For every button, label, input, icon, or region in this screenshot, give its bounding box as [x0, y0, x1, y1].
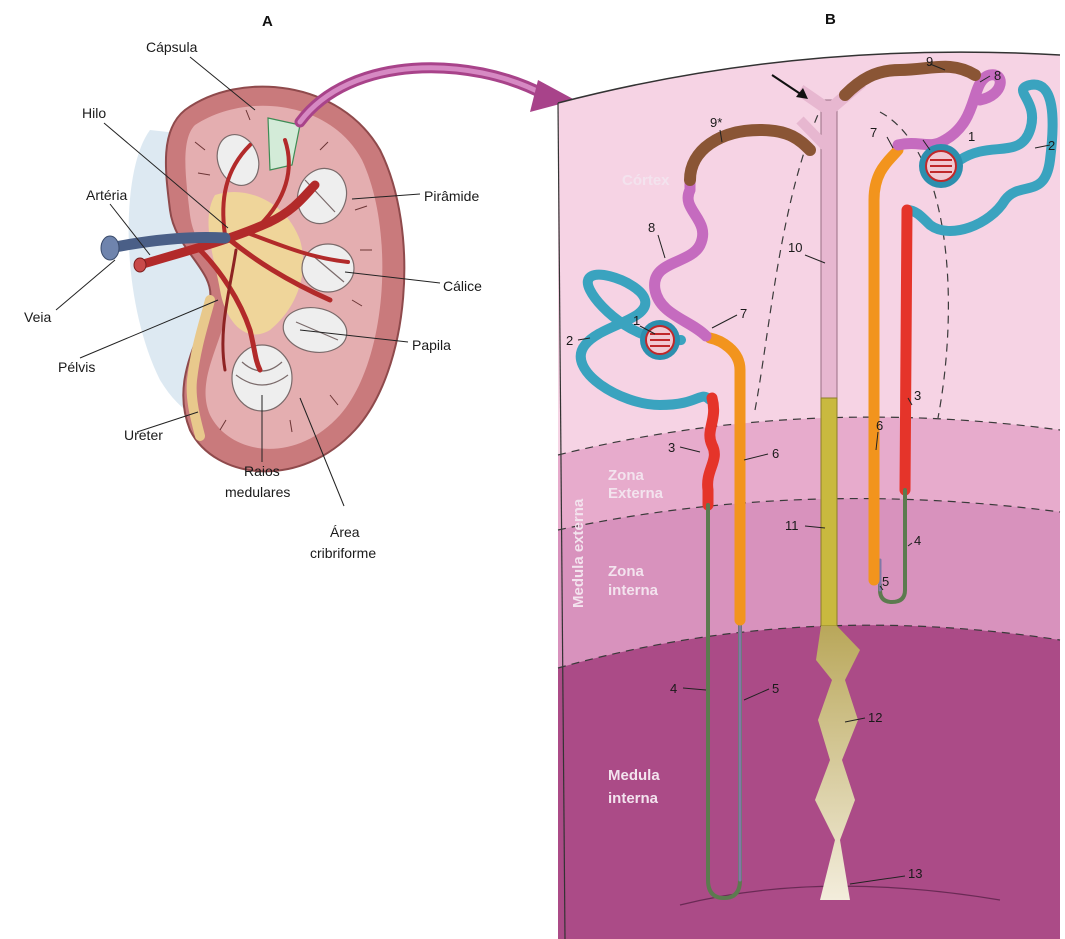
label-ureter: Ureter [124, 427, 163, 443]
zone-label-medula-interna-1: Medula [608, 767, 660, 784]
number-4-left: 4 [670, 681, 677, 696]
number-1-right: 1 [968, 129, 975, 144]
label-pelvis: Pélvis [58, 359, 95, 375]
zone-label-cortex: Córtex [622, 172, 670, 189]
label-hilo: Hilo [82, 105, 106, 121]
number-2-left: 2 [566, 333, 573, 348]
zone-label-medula-interna-2: interna [608, 790, 659, 807]
number-6-left: 6 [772, 446, 779, 461]
label-area-cribriforme-1: Área [330, 524, 360, 540]
zone-label-zona-interna-2: interna [608, 582, 659, 599]
artery-opening [134, 258, 146, 272]
number-12: 12 [868, 710, 882, 725]
number-6-right: 6 [876, 418, 883, 433]
panel-a-title: A [262, 13, 273, 30]
panel-b-nephron: B [558, 11, 1065, 939]
number-9-right: 9 [926, 54, 933, 69]
label-raios-medulares-1: Raios [244, 463, 280, 479]
number-5-left: 5 [772, 681, 779, 696]
number-10: 10 [788, 240, 802, 255]
label-calice: Cálice [443, 278, 482, 294]
number-13: 13 [908, 866, 922, 881]
number-9-star: 9* [710, 115, 722, 130]
label-arteria: Artéria [86, 187, 127, 203]
number-7-right: 7 [870, 125, 877, 140]
label-papila: Papila [412, 337, 451, 353]
number-1-left: 1 [633, 313, 640, 328]
label-piramide: Pirâmide [424, 188, 479, 204]
label-area-cribriforme-2: cribriforme [310, 545, 376, 561]
number-3-right: 3 [914, 388, 921, 403]
zone-label-zona-interna-1: Zona [608, 563, 644, 580]
panel-b-title: B [825, 11, 836, 28]
zone-label-medula-externa: Medula externa [570, 498, 587, 608]
number-4-right: 4 [914, 533, 921, 548]
vein-opening [101, 236, 119, 260]
panel-a-kidney: A [24, 13, 482, 561]
number-7-left: 7 [740, 306, 747, 321]
zone-label-zona-externa-1: Zona [608, 467, 644, 484]
label-raios-medulares-2: medulares [225, 484, 290, 500]
number-3-left: 3 [668, 440, 675, 455]
number-2-right: 2 [1048, 138, 1055, 153]
number-5-right: 5 [882, 574, 889, 589]
zone-label-zona-externa-2: Externa [608, 485, 664, 502]
label-veia: Veia [24, 309, 51, 325]
number-11: 11 [785, 518, 799, 533]
number-8-right: 8 [994, 68, 1001, 83]
number-8-left: 8 [648, 220, 655, 235]
label-capsula: Cápsula [146, 39, 198, 55]
